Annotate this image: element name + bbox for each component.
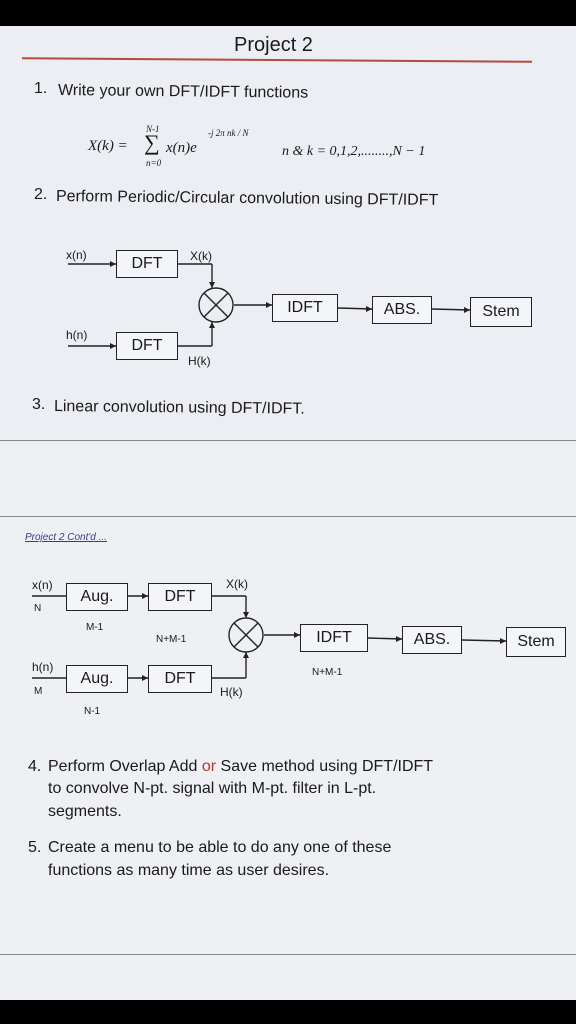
input-h-label: h(n): [66, 328, 88, 342]
abs-block-2: ABS.: [402, 626, 462, 654]
page-title: Project 2: [234, 34, 313, 56]
page-divider: [0, 440, 576, 441]
output-xk-label-2: X(k): [226, 577, 248, 591]
item-1-number: 1.: [34, 80, 48, 97]
item-4-line-1: Perform Overlap Add or Save method using…: [48, 758, 433, 776]
formula-lhs: X(k) =: [88, 138, 128, 154]
stem-block-2: Stem: [506, 627, 566, 657]
output-xk-label: X(k): [190, 249, 212, 263]
item-4-line-1-b: Save method using DFT/IDFT: [220, 758, 434, 775]
dft-block-top-2: DFT: [148, 583, 212, 611]
formula-range: n & k = 0,1,2,........,N − 1: [282, 144, 426, 159]
item-4-line-3: segments.: [48, 803, 122, 820]
page-1: [0, 26, 576, 446]
input-x-length: N: [34, 603, 42, 614]
formula-sum-upper: N-1: [146, 124, 160, 134]
idft-block: IDFT: [272, 294, 338, 322]
pad-bottom-label: N-1: [84, 706, 101, 717]
output-hk-label: H(k): [188, 354, 211, 368]
item-3-number: 3.: [32, 396, 46, 413]
formula-exponent: -j 2π nk / N: [208, 128, 249, 138]
item-4-or: or: [201, 758, 217, 775]
idft-length-label: N+M-1: [312, 667, 343, 678]
page-2: [0, 446, 576, 1000]
output-hk-label-2: H(k): [220, 685, 243, 699]
input-h-label-2: h(n): [32, 660, 54, 674]
pad-top-label: M-1: [86, 622, 104, 633]
item-4-line-1-a: Perform Overlap Add: [48, 758, 198, 775]
page-divider: [0, 516, 576, 517]
input-x-label-2: x(n): [32, 578, 53, 592]
formula-body: x(n)e: [166, 140, 197, 156]
page-2-heading-link[interactable]: Project 2 Cont'd ...: [25, 532, 107, 543]
dft-block-bottom-2: DFT: [148, 665, 212, 693]
input-h-length: M: [34, 686, 43, 697]
item-5-line-2: functions as many time as user desires.: [48, 862, 330, 879]
item-4-line-2: to convolve N-pt. signal with M-pt. filt…: [48, 780, 377, 797]
item-5-number: 5.: [28, 839, 42, 856]
formula-sum-lower: n=0: [146, 158, 162, 168]
abs-block: ABS.: [372, 296, 432, 324]
aug-block-bottom: Aug.: [66, 665, 128, 693]
stem-block: Stem: [470, 297, 532, 327]
dft-block-bottom: DFT: [116, 332, 178, 360]
item-2-number: 2.: [34, 186, 48, 203]
item-5-line-1: Create a menu to be able to do any one o…: [48, 839, 392, 856]
page-divider: [0, 954, 576, 955]
aug-block-top: Aug.: [66, 583, 128, 611]
sigma-icon: ∑: [144, 130, 160, 155]
idft-block-2: IDFT: [300, 624, 368, 652]
item-4-number: 4.: [28, 758, 42, 775]
dft-block-top: DFT: [116, 250, 178, 278]
length-label: N+M-1: [156, 634, 187, 645]
input-x-label: x(n): [66, 248, 87, 262]
